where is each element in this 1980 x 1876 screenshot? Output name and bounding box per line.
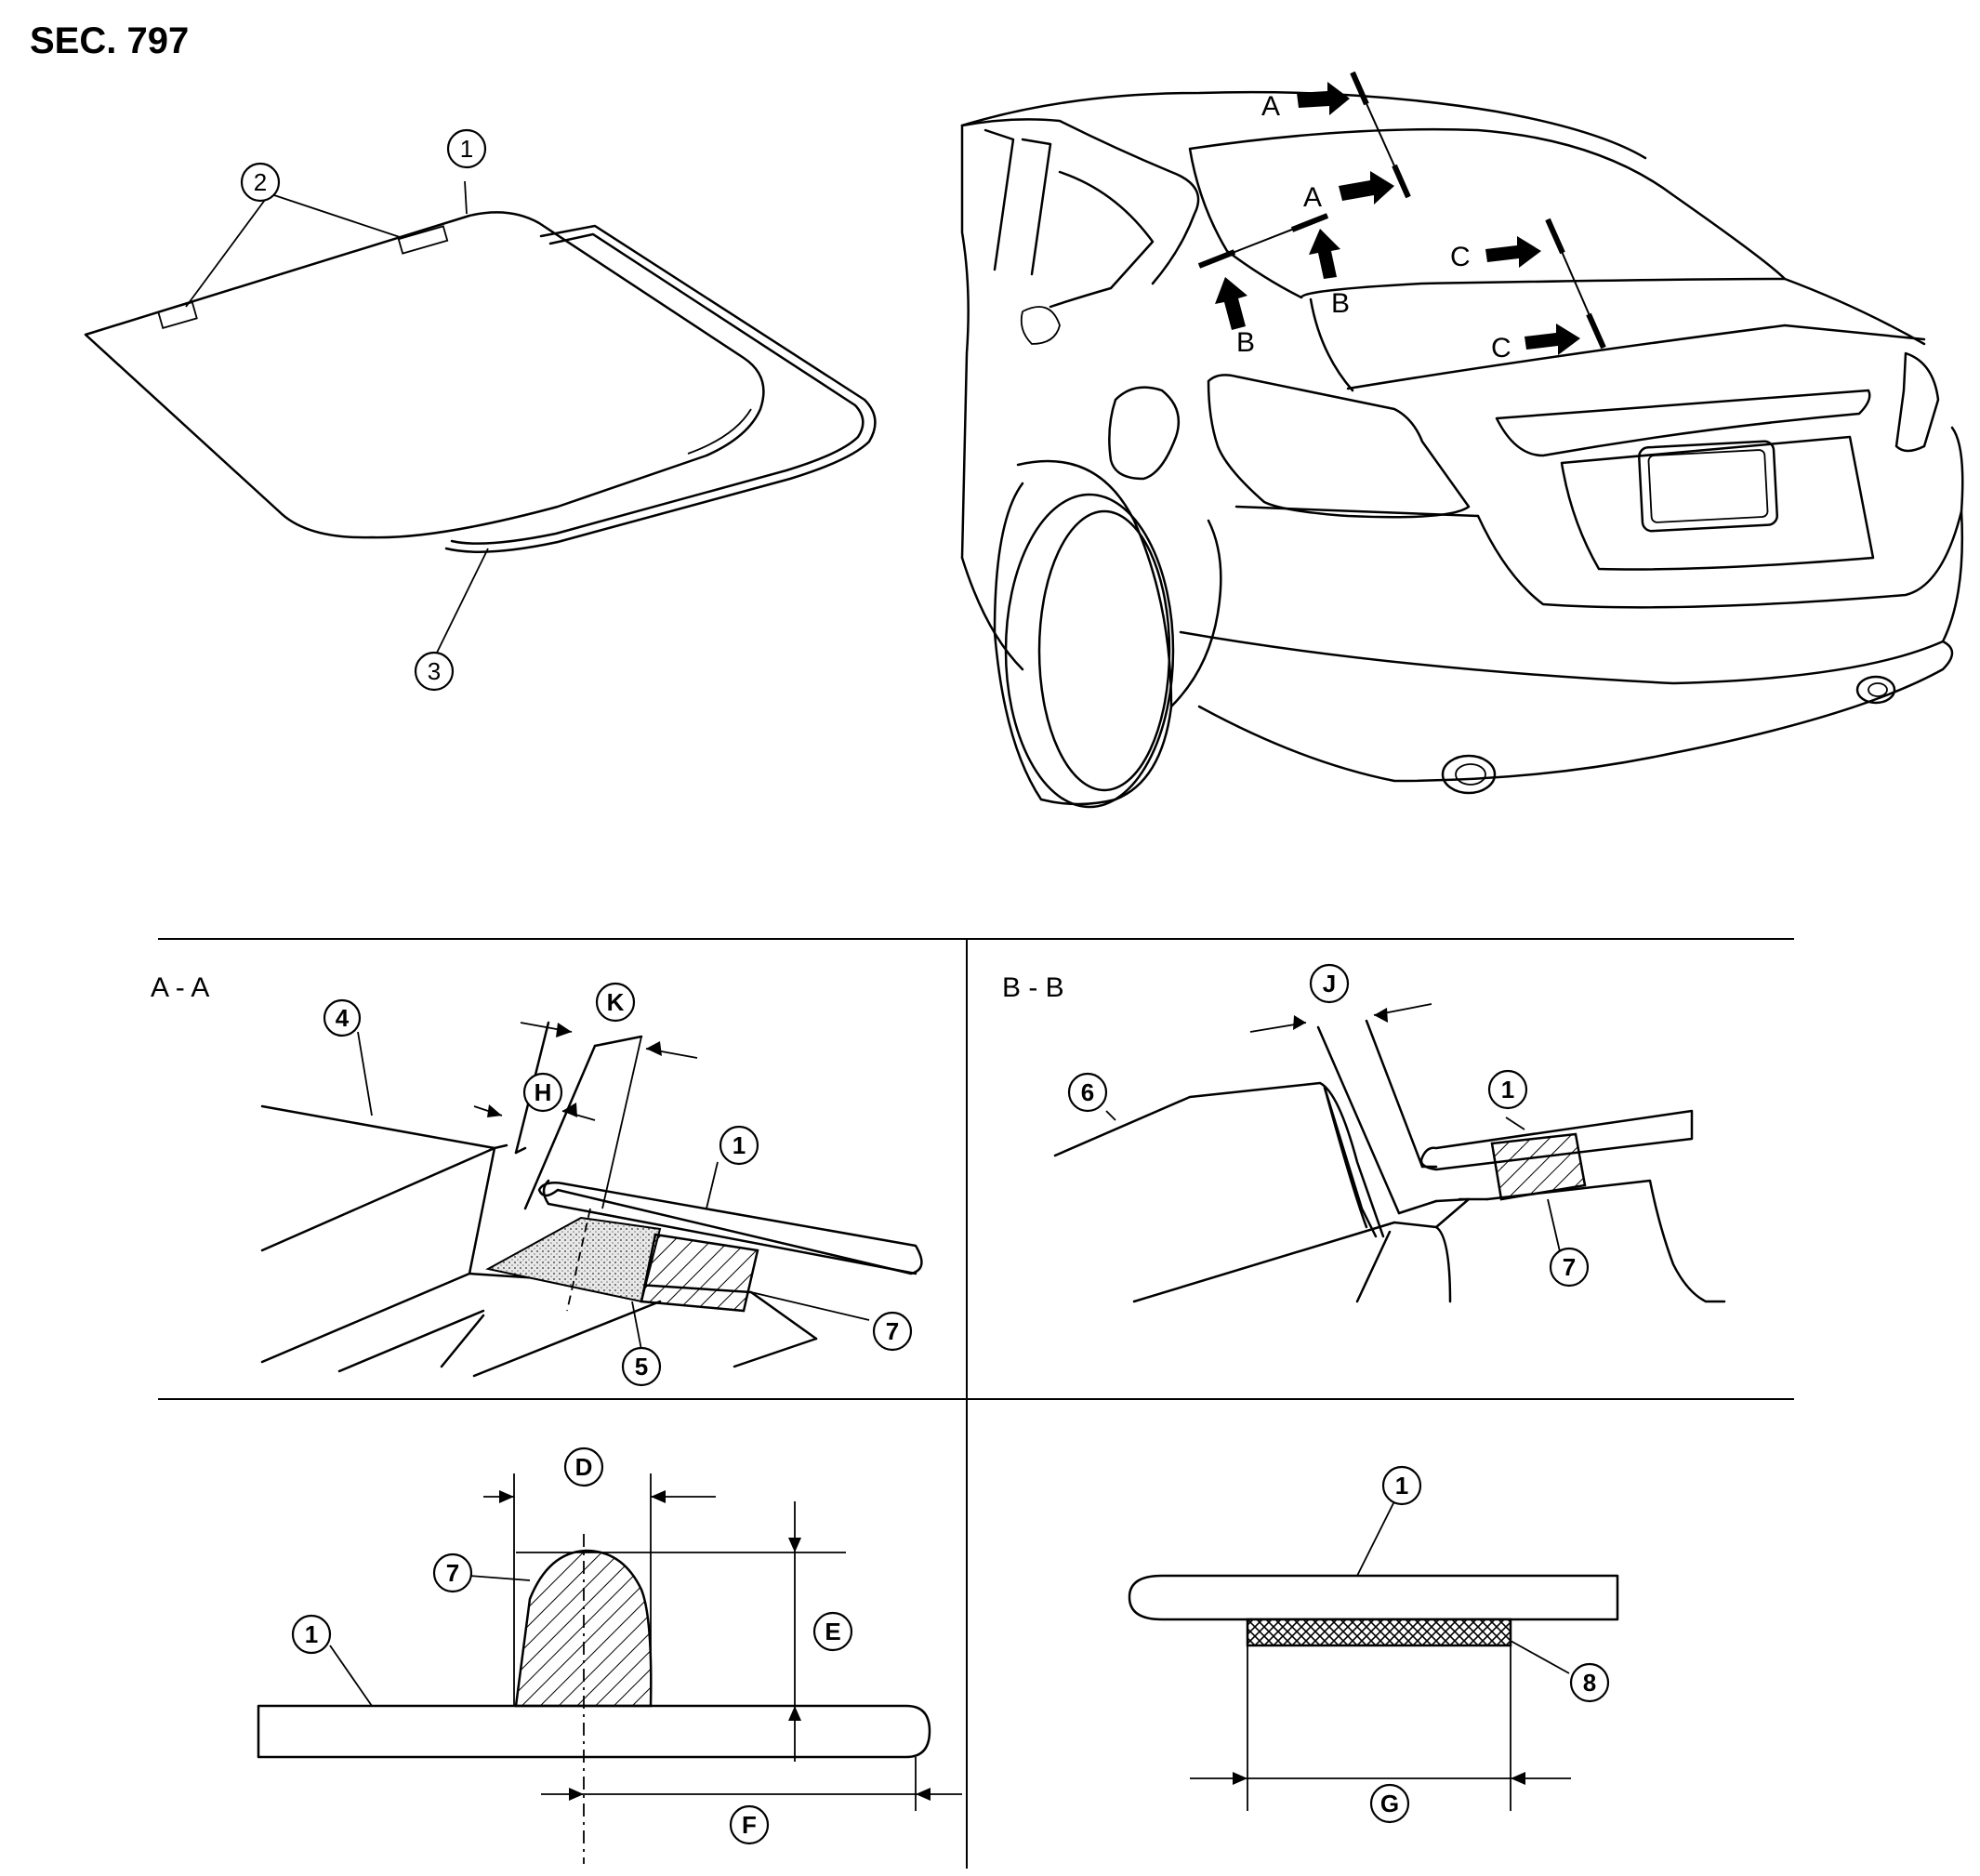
svg-text:A: A (1261, 91, 1280, 122)
svg-text:6: 6 (1081, 1078, 1094, 1106)
svg-text:4: 4 (336, 1004, 350, 1032)
callout-bb-6: 6 (1067, 1072, 1108, 1113)
callout-aa-5: 5 (621, 1346, 662, 1387)
section-aa-view: A - A (151, 972, 923, 1378)
section-bb-view: B - B (1002, 972, 1726, 1303)
svg-text:1: 1 (460, 135, 473, 163)
svg-text:H: H (535, 1078, 552, 1106)
svg-text:A: A (1303, 182, 1322, 213)
svg-text:1: 1 (305, 1620, 318, 1648)
callout-dam-7: 7 (432, 1552, 473, 1593)
callout-aa-K: K (595, 982, 636, 1023)
dam-detail-view (257, 1473, 962, 1864)
callout-dam-D: D (563, 1447, 604, 1487)
svg-text:3: 3 (428, 657, 441, 685)
callout-tape-8: 8 (1569, 1662, 1610, 1703)
section-cut-C: C C (1450, 218, 1606, 363)
section-cut-A: A A (1261, 71, 1411, 213)
callout-dam-1: 1 (291, 1614, 332, 1655)
callout-dam-F: F (729, 1804, 770, 1845)
callout-glass-2: 2 (240, 162, 281, 203)
svg-text:7: 7 (886, 1317, 899, 1345)
svg-text:7: 7 (1563, 1253, 1576, 1281)
section-title: SEC. 797 (30, 20, 190, 61)
section-aa-label: A - A (151, 972, 209, 1003)
svg-text:7: 7 (446, 1559, 459, 1587)
svg-text:1: 1 (733, 1131, 746, 1159)
callout-bb-1: 1 (1487, 1069, 1528, 1110)
svg-text:B: B (1331, 288, 1350, 319)
panel-dividers (158, 938, 1794, 1869)
callout-bb-J: J (1309, 963, 1350, 1004)
tape-detail-view (1128, 1500, 1619, 1811)
svg-text:B: B (1236, 327, 1255, 358)
svg-text:5: 5 (635, 1353, 648, 1381)
svg-text:2: 2 (254, 168, 267, 196)
svg-text:1: 1 (1501, 1076, 1514, 1103)
svg-text:G: G (1380, 1790, 1399, 1817)
callout-tape-1: 1 (1381, 1465, 1422, 1506)
svg-text:C: C (1450, 242, 1471, 272)
callout-glass-3: 3 (414, 651, 455, 692)
rear-window-glass-illustration (84, 211, 877, 553)
callout-aa-1: 1 (719, 1125, 759, 1166)
callout-glass-1: 1 (446, 128, 487, 169)
svg-text:1: 1 (1395, 1472, 1408, 1499)
callout-aa-H: H (522, 1072, 563, 1113)
callout-tape-G: G (1369, 1783, 1410, 1824)
callout-bb-7: 7 (1549, 1247, 1590, 1288)
svg-text:D: D (575, 1453, 593, 1481)
svg-text:E: E (825, 1618, 840, 1645)
svg-text:8: 8 (1583, 1669, 1596, 1697)
section-bb-label: B - B (1002, 972, 1064, 1003)
svg-text:C: C (1491, 333, 1511, 363)
callout-aa-7: 7 (872, 1311, 913, 1352)
callout-aa-4: 4 (323, 998, 362, 1037)
svg-text:F: F (742, 1811, 757, 1839)
callout-dam-E: E (812, 1611, 853, 1652)
svg-text:J: J (1323, 970, 1336, 997)
section-cut-B: B B (1197, 213, 1350, 358)
car-rear-view-illustration (960, 90, 1964, 809)
svg-text:K: K (607, 988, 625, 1016)
